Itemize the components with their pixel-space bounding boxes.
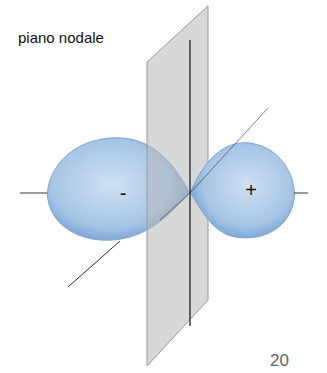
sign-text: -	[120, 183, 127, 203]
lobe-sign: -	[116, 179, 131, 207]
y-axis	[68, 241, 120, 287]
page-number: 20	[270, 352, 289, 371]
x-axis	[294, 193, 308, 194]
positive-lobe	[190, 143, 294, 238]
y-axis	[160, 193, 190, 220]
z-axis	[189, 40, 190, 326]
lobe-sign: +	[241, 176, 261, 204]
sign-text: +	[245, 180, 257, 200]
plane-label: piano nodale	[18, 30, 104, 47]
